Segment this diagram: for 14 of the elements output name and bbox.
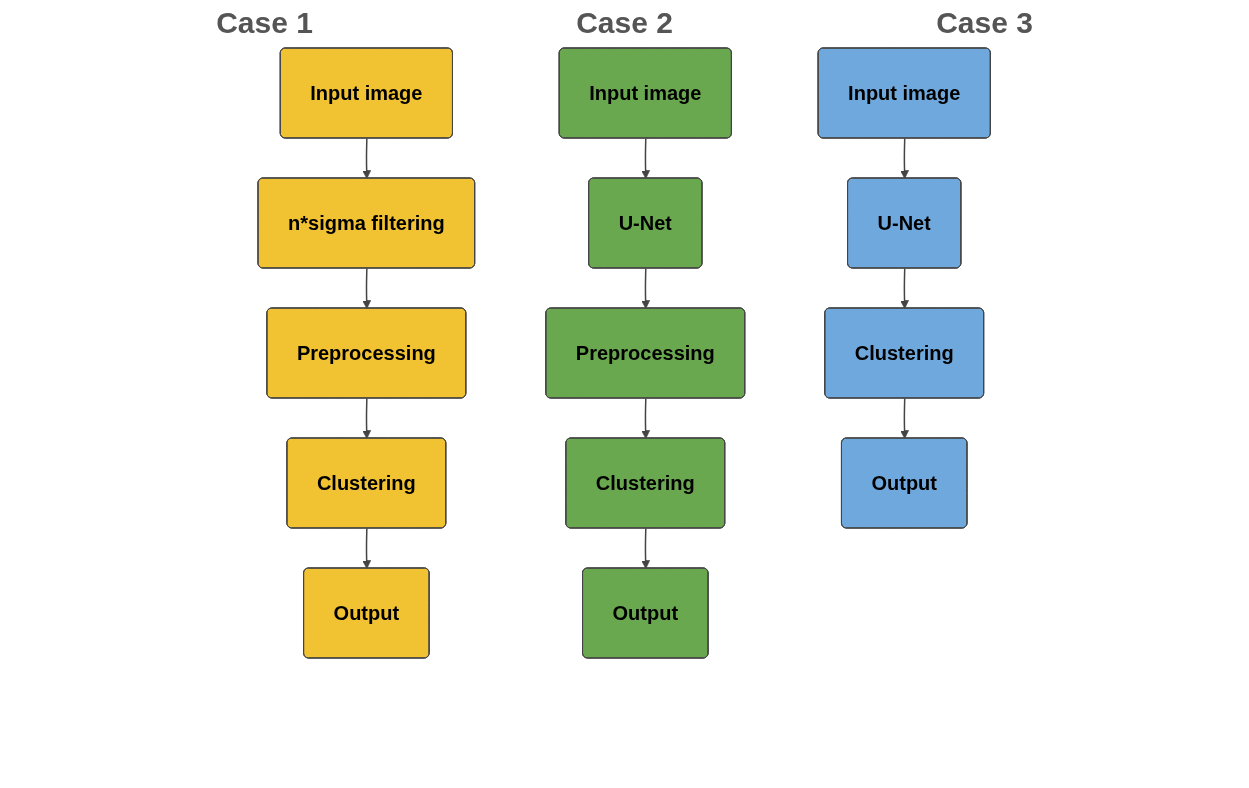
- arrow: [900, 397, 910, 439]
- arrow: [362, 527, 372, 569]
- arrow: [362, 397, 372, 439]
- arrow: [362, 267, 372, 309]
- arrow: [900, 137, 910, 179]
- arrow: [641, 527, 651, 569]
- arrow: [641, 137, 651, 179]
- arrow: [900, 267, 910, 309]
- case-label: Case 2: [575, 6, 674, 40]
- arrow: [641, 397, 651, 439]
- case-label: Case 1: [215, 6, 314, 40]
- arrow: [362, 137, 372, 179]
- arrow: [641, 267, 651, 309]
- case-label: Case 3: [935, 6, 1034, 40]
